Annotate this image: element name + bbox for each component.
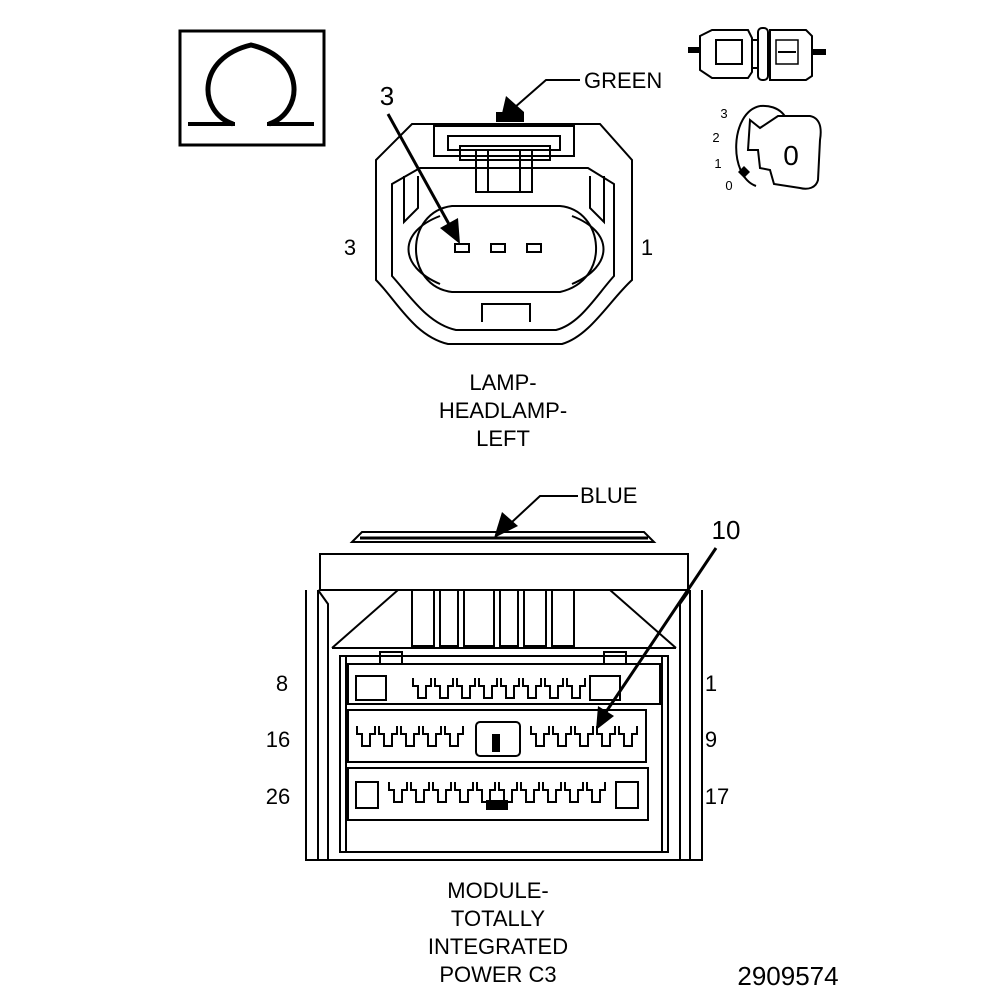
- terminal-cavity: [478, 678, 498, 699]
- terminal-cavity: [542, 782, 562, 803]
- ignition-position-3: 3: [720, 106, 727, 121]
- terminal-cavity: [520, 782, 540, 803]
- terminal-cavity: [412, 678, 432, 699]
- row-1-right-label: 1: [705, 671, 717, 696]
- row-1-left-label: 8: [276, 671, 288, 696]
- figure-number: 2909574: [737, 961, 838, 991]
- terminal-cavity: [618, 726, 638, 747]
- terminal-cavity: [456, 678, 476, 699]
- top-title-line-1: LAMP-: [469, 370, 536, 395]
- key-position-label: 0: [783, 140, 799, 171]
- headlamp-connector: [375, 112, 633, 345]
- terminal-cavity: [422, 726, 442, 747]
- top-pin-callout: 3: [380, 81, 394, 111]
- row-3-left-label: 26: [266, 784, 290, 809]
- ignition-position-1: 1: [714, 156, 721, 171]
- ohm-symbol-icon: [178, 29, 326, 147]
- ignition-key-icon: 0 3 2 1 0: [712, 104, 822, 193]
- top-left-pin-label: 3: [344, 235, 356, 260]
- terminal-cavity: [400, 726, 420, 747]
- terminal-cavity: [586, 782, 606, 803]
- top-right-pin-label: 1: [641, 235, 653, 260]
- row-2-left-label: 16: [266, 727, 290, 752]
- terminal-cavity: [530, 726, 550, 747]
- terminal-cavity: [566, 678, 586, 699]
- terminal-cavity: [388, 782, 408, 803]
- terminal-cavity: [564, 782, 584, 803]
- ignition-position-2: 2: [712, 130, 719, 145]
- terminal-cavity: [544, 678, 564, 699]
- terminal-cavity: [476, 782, 496, 803]
- terminal-cavity: [596, 726, 616, 747]
- terminal-cavity: [444, 726, 464, 747]
- bottom-title-line-2: TOTALLY: [451, 906, 545, 931]
- terminal-cavity: [522, 678, 542, 699]
- terminal-cavity: [432, 782, 452, 803]
- row-3-right-label: 17: [705, 784, 729, 809]
- terminal-cavity: [410, 782, 430, 803]
- connector-plug-icon: [688, 27, 826, 81]
- terminal-cavity: [574, 726, 594, 747]
- bottom-pin-callout: 10: [712, 515, 741, 545]
- terminal-cavity: [500, 678, 520, 699]
- terminal-cavity: [378, 726, 398, 747]
- bottom-title-line-3: INTEGRATED: [428, 934, 568, 959]
- terminal-cavity: [454, 782, 474, 803]
- ignition-position-0: 0: [725, 178, 732, 193]
- tipm-connector: [305, 531, 703, 861]
- row-2-right-label: 9: [705, 727, 717, 752]
- terminal-cavity: [498, 782, 518, 803]
- top-connector-color: GREEN: [584, 68, 662, 93]
- top-title-line-3: LEFT: [476, 426, 530, 451]
- bottom-connector-color: BLUE: [580, 483, 637, 508]
- top-title-line-2: HEADLAMP-: [439, 398, 567, 423]
- bottom-title-line-4: POWER C3: [439, 962, 556, 987]
- bottom-title-line-1: MODULE-: [447, 878, 548, 903]
- terminal-cavity: [552, 726, 572, 747]
- terminal-cavity: [434, 678, 454, 699]
- terminal-cavities: [356, 678, 638, 803]
- terminal-cavity: [356, 726, 376, 747]
